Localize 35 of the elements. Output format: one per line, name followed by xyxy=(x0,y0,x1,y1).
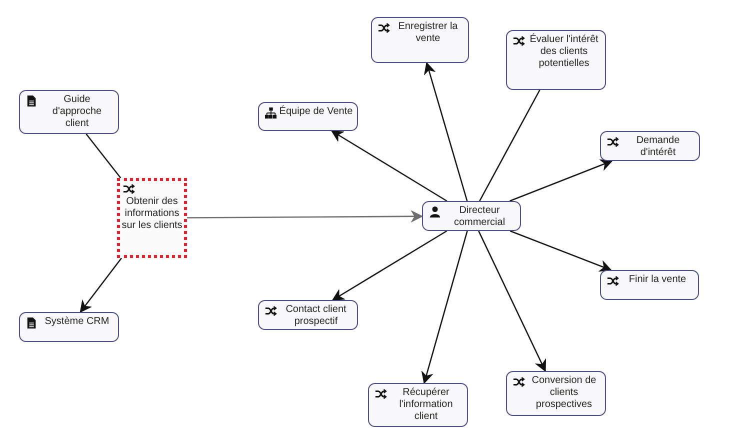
arrow xyxy=(510,230,612,272)
process-box xyxy=(600,131,700,161)
node-label: Équipe de Vente xyxy=(279,106,353,118)
node-label: Obtenir des informations sur les clients xyxy=(121,196,183,232)
process-box xyxy=(422,201,521,231)
process-box xyxy=(371,17,469,63)
process-box xyxy=(600,270,699,300)
arrow xyxy=(422,230,468,384)
node-label: Enregistrer la vente xyxy=(397,21,459,45)
arrow xyxy=(510,160,612,202)
connector-line xyxy=(479,90,540,202)
node-label: Demande d'intérêt xyxy=(635,135,681,159)
process-box xyxy=(19,312,119,342)
arrow xyxy=(424,62,468,202)
process-box xyxy=(506,30,606,90)
process-box xyxy=(258,102,358,131)
process-box xyxy=(368,383,468,427)
arrow xyxy=(332,230,448,301)
process-box xyxy=(258,300,358,330)
selected-process-box xyxy=(117,178,187,258)
process-box xyxy=(506,371,606,416)
arrow xyxy=(187,210,422,222)
node-label: Directeur commercial xyxy=(452,205,506,229)
node-label: Guide d'approche client xyxy=(51,94,103,130)
connector-line xyxy=(86,134,122,178)
process-box xyxy=(19,90,119,134)
node-label: Récupérer l'information client xyxy=(398,387,454,423)
node-label: Finir la vente xyxy=(628,274,688,286)
node-label: Conversion de clients prospectives xyxy=(530,375,598,411)
node-label: Contact client prospectif xyxy=(284,304,348,328)
arrow xyxy=(478,230,546,372)
arrow xyxy=(80,258,122,312)
node-label: Système CRM xyxy=(44,316,110,328)
node-label: Évaluer l'intérêt des clients potentielles xyxy=(528,34,600,70)
arrow xyxy=(331,130,448,202)
